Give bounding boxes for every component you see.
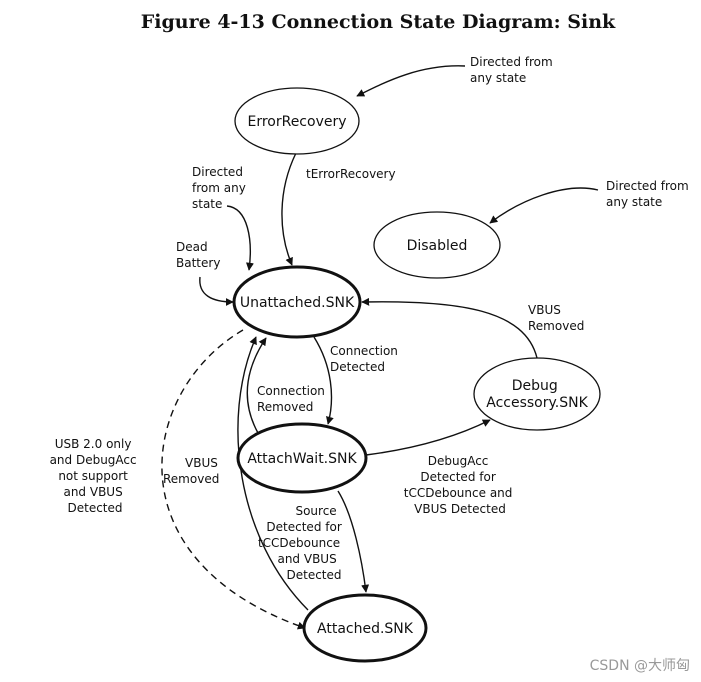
edge-unattached-to-attachwait (313, 336, 334, 425)
edge-any-to-error-recovery (356, 65, 466, 97)
state-unattached-snk: Unattached.SNK (232, 265, 362, 339)
svg-text:Disabled: Disabled (407, 238, 468, 254)
edge-any-to-disabled (489, 187, 599, 224)
label-directed-any-state-disabled: Directed from any state (606, 179, 693, 209)
state-attached-snk: Attached.SNK (302, 593, 428, 663)
edge-error-recovery-to-unattached (281, 152, 297, 266)
edge-attached-to-unattached (237, 336, 309, 611)
state-disabled: Disabled (373, 211, 501, 279)
label-connection-detected: Connection Detected (330, 344, 402, 374)
label-connection-removed: Connection Removed (257, 384, 329, 414)
state-error-recovery: ErrorRecovery (234, 87, 360, 155)
svg-text:Unattached.SNK: Unattached.SNK (240, 295, 355, 311)
edge-any-to-unattached (226, 205, 254, 271)
label-usb2-debugacc: USB 2.0 only and DebugAcc not support an… (50, 437, 141, 515)
edge-dead-battery-to-unattached (199, 276, 234, 306)
edge-unattached-to-attached-dashed (161, 329, 306, 630)
state-attachwait-snk: AttachWait.SNK (236, 422, 368, 494)
svg-text:ErrorRecovery: ErrorRecovery (247, 114, 346, 130)
watermark: CSDN @大师匈 (590, 658, 690, 674)
svg-text:AttachWait.SNK: AttachWait.SNK (247, 451, 357, 467)
edge-debug-accessory-to-unattached (361, 297, 538, 359)
edge-attachwait-to-unattached (246, 337, 267, 434)
edge-attachwait-to-debug-accessory (365, 419, 491, 456)
label-source-detected: Source Detected for tCCDebounce and VBUS… (258, 504, 346, 582)
svg-text:Debug Accessory.SNK: Debug Accessory.SNK (486, 378, 588, 411)
label-debugacc-detected: DebugAcc Detected for tCCDebounce and VB… (404, 454, 516, 516)
label-directed-any-state-top: Directed from any state (470, 55, 557, 85)
label-vbus-removed-top: VBUS Removed (528, 303, 584, 333)
label-dead-battery: Dead Battery (176, 240, 220, 270)
state-debug-accessory-snk: Debug Accessory.SNK (473, 357, 601, 431)
label-vbus-removed-left: VBUS Removed (163, 456, 222, 486)
label-directed-any-state-left: Directed from any state (192, 165, 250, 211)
figure-title: Figure 4-13 Connection State Diagram: Si… (141, 11, 616, 33)
svg-text:Attached.SNK: Attached.SNK (317, 621, 414, 637)
label-terror-recovery: tErrorRecovery (306, 167, 396, 181)
edge-attachwait-to-attached (337, 490, 370, 593)
